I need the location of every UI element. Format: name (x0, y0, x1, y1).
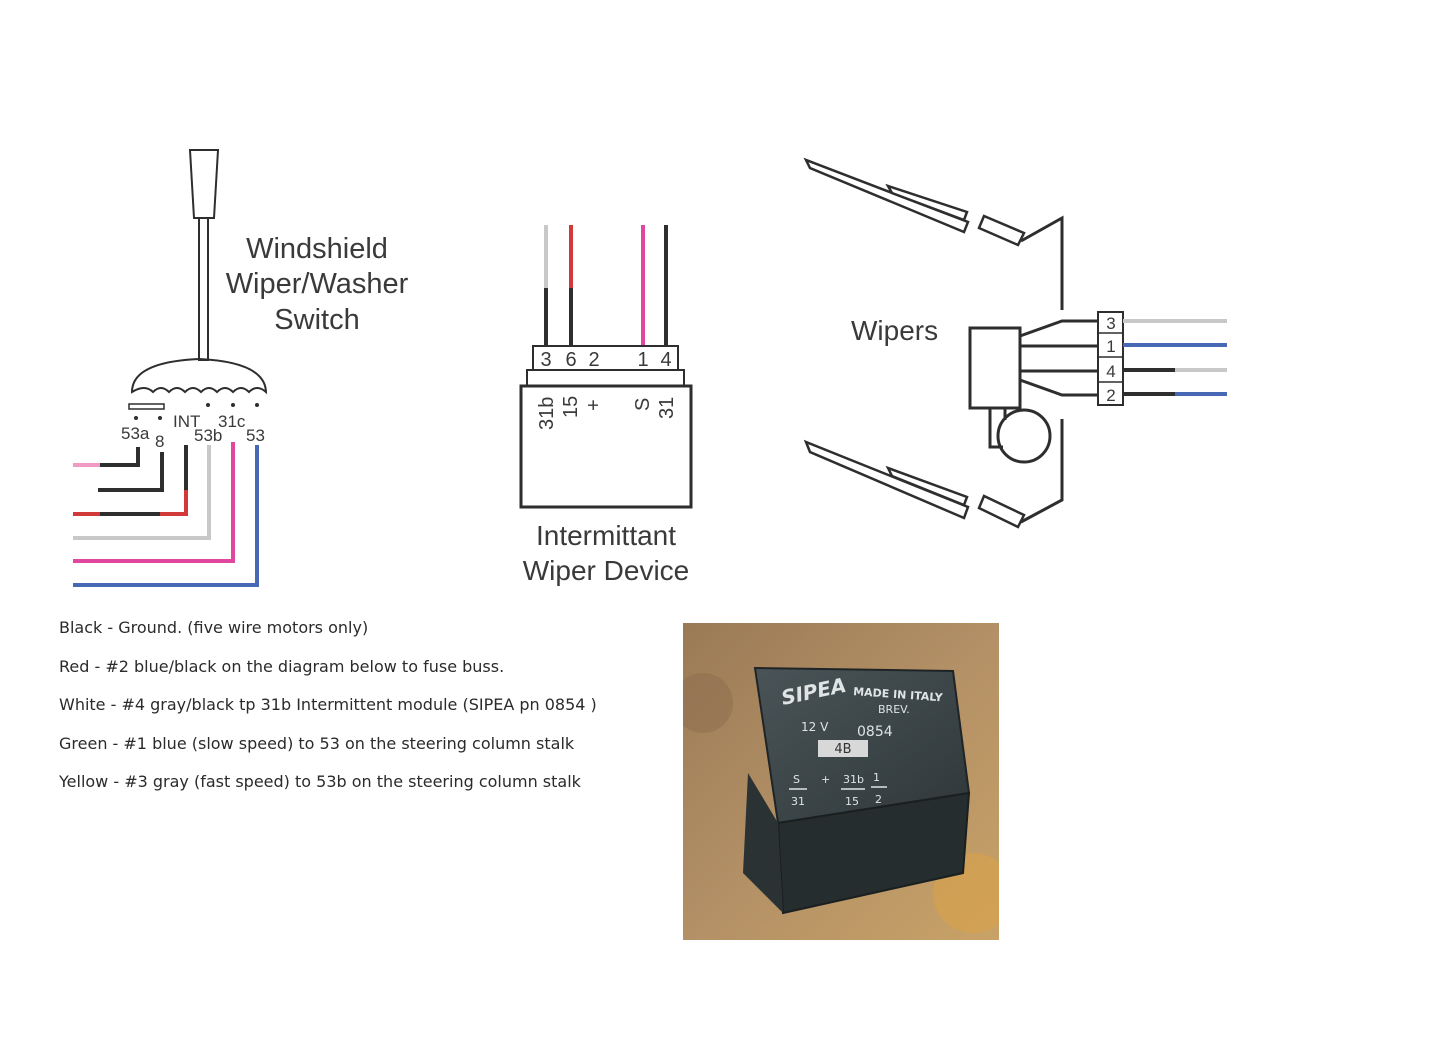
svg-text:+: + (821, 773, 830, 786)
intermittent-body (519, 384, 693, 509)
note-white: White - #4 gray/black tp 31b Intermitten… (59, 695, 597, 714)
wiper-connector (1097, 311, 1124, 406)
wiper-motor-gear (996, 408, 1052, 464)
wiper-connector-pin-2: 2 (1106, 386, 1115, 405)
photo-voltage: 12 V (801, 720, 829, 734)
switch-terminal-31c: 31c (218, 412, 246, 431)
intermittent-terminal-15: 15 (560, 396, 582, 418)
svg-text:15: 15 (845, 795, 859, 808)
intermittent-wires (544, 225, 668, 346)
intermittent-pin-strip (532, 345, 679, 371)
lower-wiper-blade (803, 439, 1026, 529)
wire-color-notes: Black - Ground. (five wire motors only) … (59, 617, 597, 810)
intermittent-pin-6: 6 (565, 349, 576, 371)
note-red: Red - #2 blue/black on the diagram below… (59, 656, 505, 676)
switch-terminal-53: 53 (246, 426, 265, 445)
photo-made-in: MADE IN ITALY (853, 685, 944, 704)
switch-terminal-int: INT (173, 412, 200, 431)
wiper-output-wires (1123, 319, 1227, 396)
wiper-motor-wires (1019, 319, 1098, 397)
wiper-linkage (1020, 215, 1064, 524)
upper-wiper-blade (803, 157, 1026, 247)
sipea-module-illustration: SIPEA MADE IN ITALY BREV. 12 V 0854 4B S… (683, 623, 999, 940)
intermittent-pin-3: 3 (540, 349, 551, 371)
intermittent-terminal-plus: + (583, 399, 605, 411)
switch-title-line-1: Windshield (246, 233, 388, 265)
switch-title-line-3: Switch (274, 304, 359, 336)
wiper-motor-body (968, 326, 1022, 410)
switch-terminal-8: 8 (155, 432, 164, 451)
intermittent-wiper-device: 3 6 2 1 4 31b 15 + S 31 Intermittant Wip… (519, 225, 693, 586)
note-yellow: Yellow - #3 gray (fast speed) to 53b on … (59, 772, 581, 791)
intermittent-title-line-1: Intermittant (536, 520, 676, 551)
wiper-connector-pin-3: 3 (1106, 314, 1115, 333)
wire-gray-53b (73, 445, 211, 540)
switch-body-dome (130, 357, 268, 395)
switch-terminal-53b: 53b (194, 426, 222, 445)
wiper-connector-pin-4: 4 (1106, 362, 1115, 381)
photo-pin-table: S + 31b 1 31 15 2 (791, 771, 882, 808)
photo-part-number: 0854 (857, 724, 893, 740)
svg-text:2: 2 (875, 793, 882, 806)
intermittent-pin-4: 4 (660, 349, 671, 371)
sipea-module-photo: SIPEA MADE IN ITALY BREV. 12 V 0854 4B S… (683, 623, 999, 940)
switch-title-line-2: Wiper/Washer (226, 268, 409, 300)
wire-black-8 (98, 452, 164, 492)
wire-blue-53 (73, 445, 259, 587)
switch-wires (73, 442, 259, 587)
note-black: Black - Ground. (five wire motors only) (59, 618, 369, 637)
note-green: Green - #1 blue (slow speed) to 53 on th… (59, 733, 575, 753)
svg-text:S: S (793, 773, 800, 786)
wire-pink-31c (73, 442, 235, 563)
intermittent-title-line-2: Wiper Device (523, 555, 689, 586)
wipers-assembly: Wipers 3 1 4 (803, 157, 1227, 529)
svg-text:1: 1 (873, 771, 880, 784)
intermittent-connector-collar (526, 369, 685, 387)
switch-lever-knob (188, 149, 220, 219)
switch-terminal-53a: 53a (121, 424, 150, 443)
switch-lever-shaft (198, 217, 209, 361)
wipers-label: Wipers (851, 315, 938, 346)
wiper-connector-pin-1: 1 (1106, 337, 1115, 356)
photo-code: 4B (834, 742, 851, 757)
intermittent-pin-1: 1 (637, 349, 648, 371)
wire-black-53a (100, 447, 140, 467)
intermittent-pin-2: 2 (588, 349, 599, 371)
switch-terminal-dots (134, 403, 259, 420)
wiper-washer-switch: 53a 8 INT 53b 31c 53 Windshield Wiper/Wa… (73, 149, 409, 587)
switch-terminal-bar (128, 403, 165, 410)
wire-red-int (160, 490, 188, 516)
svg-text:31: 31 (791, 795, 805, 808)
intermittent-terminal-s: S (632, 398, 654, 411)
intermittent-terminal-31: 31 (656, 397, 678, 419)
svg-text:31b: 31b (843, 773, 864, 786)
photo-brev: BREV. (878, 703, 910, 716)
intermittent-terminal-31b: 31b (536, 397, 558, 430)
